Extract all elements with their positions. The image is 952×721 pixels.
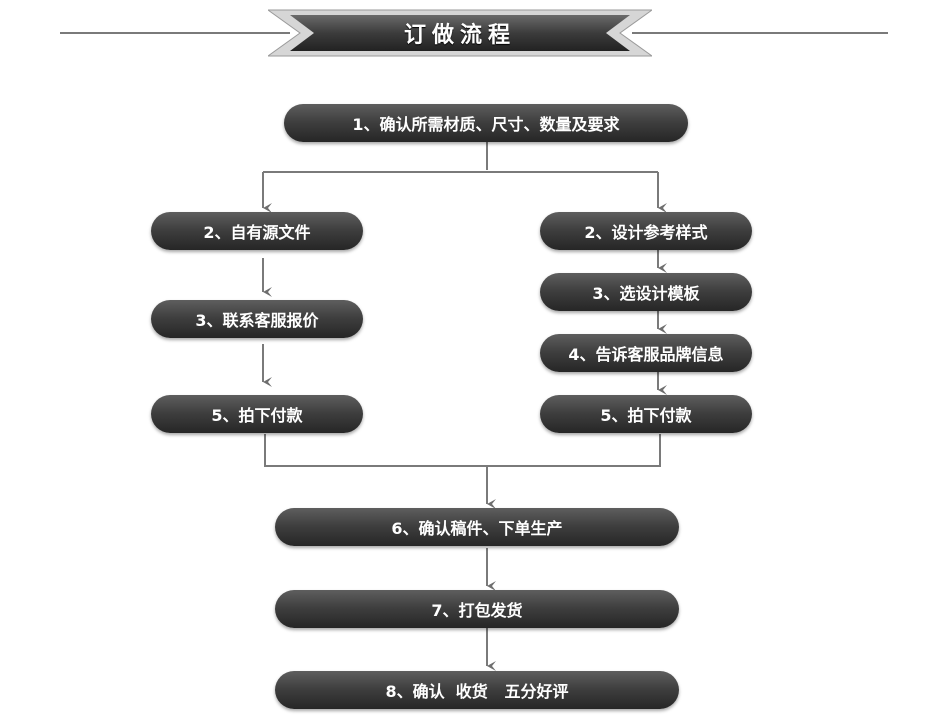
step-5-right-label: 5、拍下付款 [600,406,692,425]
step-2-right-label: 2、设计参考样式 [584,223,708,242]
step-4-right-label: 4、告诉客服品牌信息 [568,345,724,364]
step-2-left-label: 2、自有源文件 [203,223,311,242]
title-banner: 订做流程 [266,8,654,58]
step-8-node: 8、确认 收货 五分好评 [275,671,679,709]
step-2-right-node: 2、设计参考样式 [540,212,752,250]
step-5-right-node: 5、拍下付款 [540,395,752,433]
step-5-left-label: 5、拍下付款 [211,406,303,425]
header-rule-left [60,32,290,34]
step-7-label: 7、打包发货 [431,601,523,620]
step-1-label: 1、确认所需材质、尺寸、数量及要求 [352,115,620,134]
step-7-node: 7、打包发货 [275,590,679,628]
step-3-left-node: 3、联系客服报价 [151,300,363,338]
header-rule-right [632,32,888,34]
step-5-left-node: 5、拍下付款 [151,395,363,433]
step-3-right-label: 3、选设计模板 [592,284,700,303]
step-8-label: 8、确认 收货 五分好评 [385,682,569,701]
page-title: 订做流程 [403,23,516,48]
connector-merge [264,434,661,467]
step-4-right-node: 4、告诉客服品牌信息 [540,334,752,372]
step-2-left-node: 2、自有源文件 [151,212,363,250]
step-3-left-label: 3、联系客服报价 [195,311,319,330]
step-3-right-node: 3、选设计模板 [540,273,752,311]
step-1-node: 1、确认所需材质、尺寸、数量及要求 [284,104,688,142]
banner-shape [266,9,654,57]
step-6-node: 6、确认稿件、下单生产 [275,508,679,546]
step-6-label: 6、确认稿件、下单生产 [391,519,563,538]
